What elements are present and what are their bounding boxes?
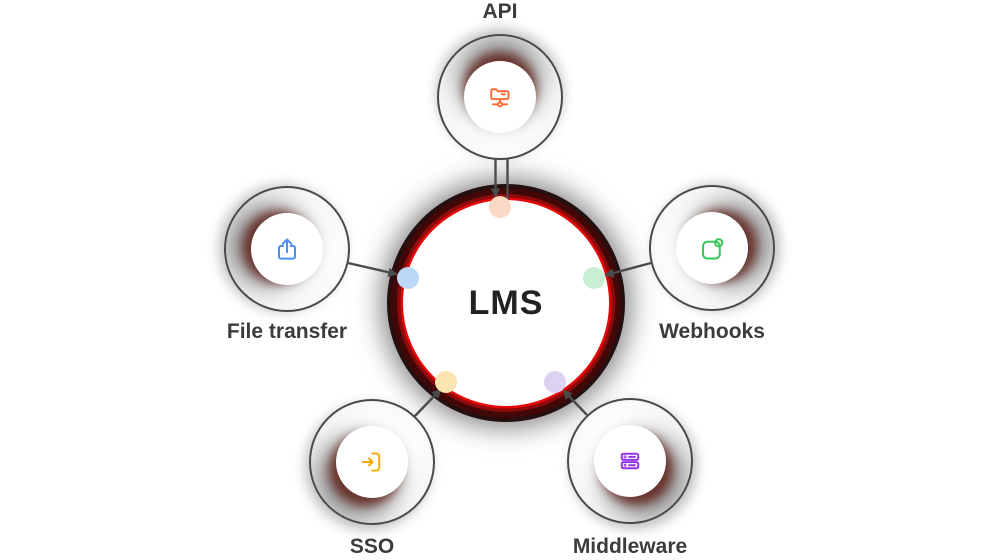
webhooks-connector-line	[604, 261, 652, 278]
node-sso-disc	[336, 426, 408, 498]
lms-hub-circle: LMS	[403, 200, 609, 406]
node-webhooks-disc	[676, 212, 748, 284]
node-middleware	[567, 398, 693, 524]
file-transfer-connector-line	[347, 261, 398, 277]
sso-connection-dot	[435, 371, 457, 393]
node-middleware-disc	[594, 425, 666, 497]
node-middleware-label: Middleware	[572, 535, 688, 558]
middleware-connector-line	[562, 389, 588, 416]
node-sso	[309, 399, 435, 525]
sso-connector-line	[413, 388, 442, 418]
node-api	[437, 34, 563, 160]
node-api-label: API	[482, 0, 518, 23]
node-webhooks	[649, 185, 775, 311]
node-api-disc	[464, 61, 536, 133]
lms-hub-label: LMS	[468, 283, 544, 322]
node-sso-label: SSO	[349, 535, 395, 558]
sign-in-icon	[361, 452, 381, 472]
node-file-transfer	[224, 186, 350, 312]
app-notification-icon	[702, 238, 724, 260]
node-file-transfer-label: File transfer	[226, 320, 348, 343]
middleware-connection-dot	[544, 371, 566, 393]
network-folder-icon	[490, 88, 510, 108]
server-stack-icon	[620, 452, 640, 470]
node-file-transfer-disc	[251, 213, 323, 285]
api-connection-dot	[489, 196, 511, 218]
file-transfer-connection-dot	[397, 267, 419, 289]
webhooks-connection-dot	[583, 267, 605, 289]
share-upload-icon	[278, 238, 296, 260]
node-webhooks-label: Webhooks	[659, 320, 765, 343]
